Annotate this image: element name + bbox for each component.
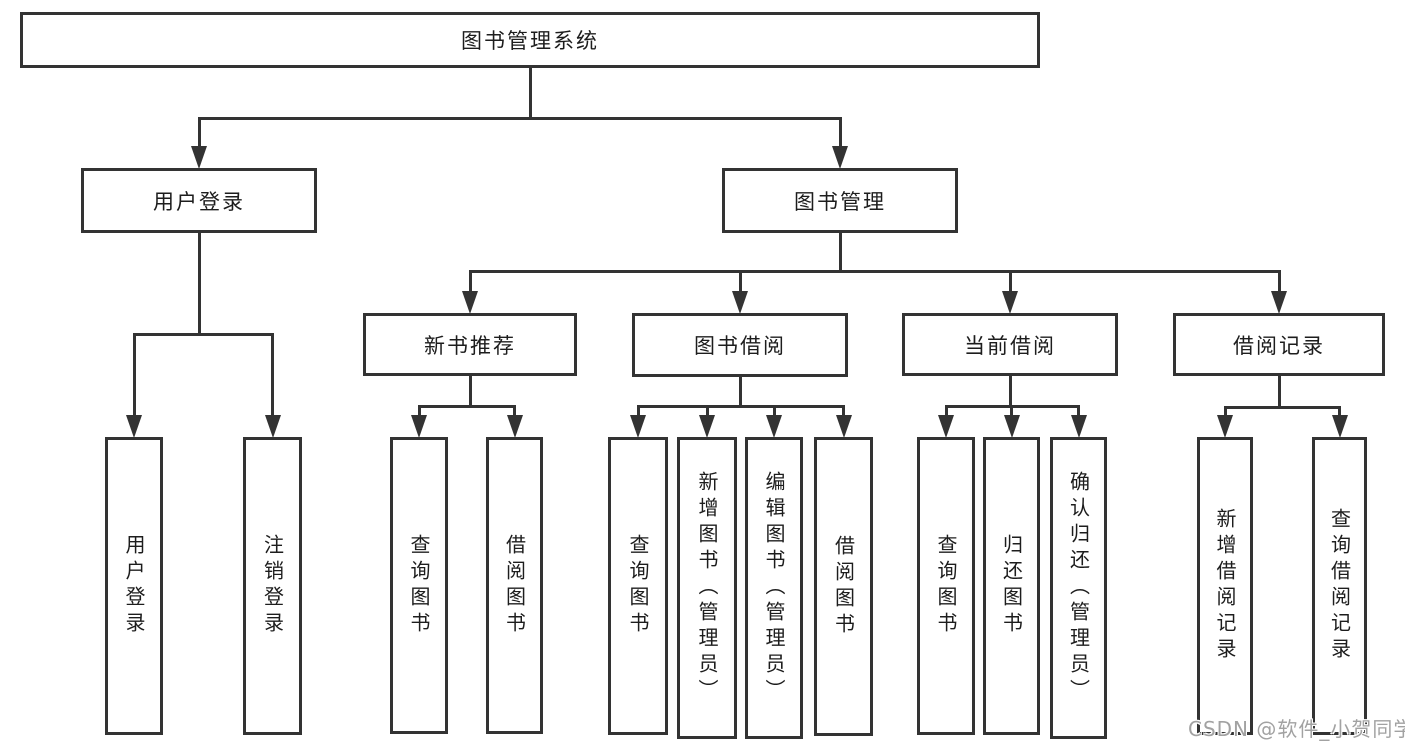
arrow-down-icon [1271,291,1287,314]
node-user-login: 用户登录 [81,168,317,233]
node-library-system: 图书管理系统 [20,12,1040,68]
arrow-down-icon [506,415,523,438]
leaf-borrow-books-borrow: 借阅图书 [814,437,873,736]
connector-line [772,406,776,417]
arrow-down-icon [191,146,207,169]
connector-line [1223,407,1227,417]
arrow-down-icon [630,415,646,438]
arrow-down-icon [1217,415,1233,438]
connector-line [197,118,201,148]
connector-line [197,116,842,120]
connector-line [468,271,472,293]
arrow-down-icon [462,291,478,314]
connector-line [1338,407,1341,417]
leaf-edit-books-admin: 编辑图书（管理员） [745,437,803,739]
connector-line [1223,405,1341,409]
connector-line [944,406,948,417]
connector-line [271,334,274,417]
arrow-down-icon [1070,415,1087,438]
connector-line [636,404,845,408]
connector-line [1008,376,1012,406]
node-book-borrow: 图书借阅 [632,313,848,377]
connector-line [417,404,516,408]
node-current-borrow: 当前借阅 [902,313,1118,376]
node-book-management: 图书管理 [722,168,958,233]
connector-line [528,68,532,118]
leaf-add-books-admin: 新增图书（管理员） [677,437,737,739]
arrow-down-icon [411,415,427,438]
connector-line [1277,271,1281,293]
connector-line [468,376,472,406]
connector-line [738,271,742,293]
leaf-logout: 注销登录 [243,437,302,735]
connector-line [513,406,516,417]
leaf-user-login: 用户登录 [105,437,163,735]
arrow-down-icon [938,415,954,438]
leaf-borrow-books-recommend: 借阅图书 [486,437,543,734]
leaf-confirm-return-admin: 确认归还（管理员） [1050,437,1107,739]
connector-line [842,406,845,417]
arrow-down-icon [835,415,852,438]
csdn-watermark: CSDN @软件_小贺同学 [1188,717,1405,741]
connector-line [1277,376,1281,407]
arrow-down-icon [264,415,281,438]
connector-line [838,118,842,148]
node-borrow-records: 借阅记录 [1173,313,1385,376]
connector-line [1077,406,1080,417]
arrow-down-icon [766,415,782,438]
connector-line [132,332,274,336]
connector-line [417,406,421,417]
arrow-down-icon [1003,415,1020,438]
connector-line [838,233,842,271]
leaf-add-borrow-record: 新增借阅记录 [1197,437,1253,735]
arrow-down-icon [126,415,142,438]
leaf-query-books-borrow: 查询图书 [608,437,668,735]
arrow-down-icon [699,415,715,438]
connector-line [1010,406,1013,417]
leaf-query-books-current: 查询图书 [917,437,975,735]
arrow-down-icon [1002,291,1018,314]
connector-line [132,334,136,417]
arrow-down-icon [1331,415,1348,438]
arrow-down-icon [832,146,848,169]
connector-line [197,233,201,334]
leaf-query-books-recommend: 查询图书 [390,437,448,734]
leaf-query-borrow-record: 查询借阅记录 [1312,437,1367,735]
node-new-book-recommend: 新书推荐 [363,313,577,376]
leaf-return-books: 归还图书 [983,437,1040,735]
connector-line [705,406,709,417]
connector-line [636,406,640,417]
arrow-down-icon [732,291,748,314]
connector-line [468,269,1281,273]
connector-line [1008,271,1012,293]
connector-line [738,377,742,406]
